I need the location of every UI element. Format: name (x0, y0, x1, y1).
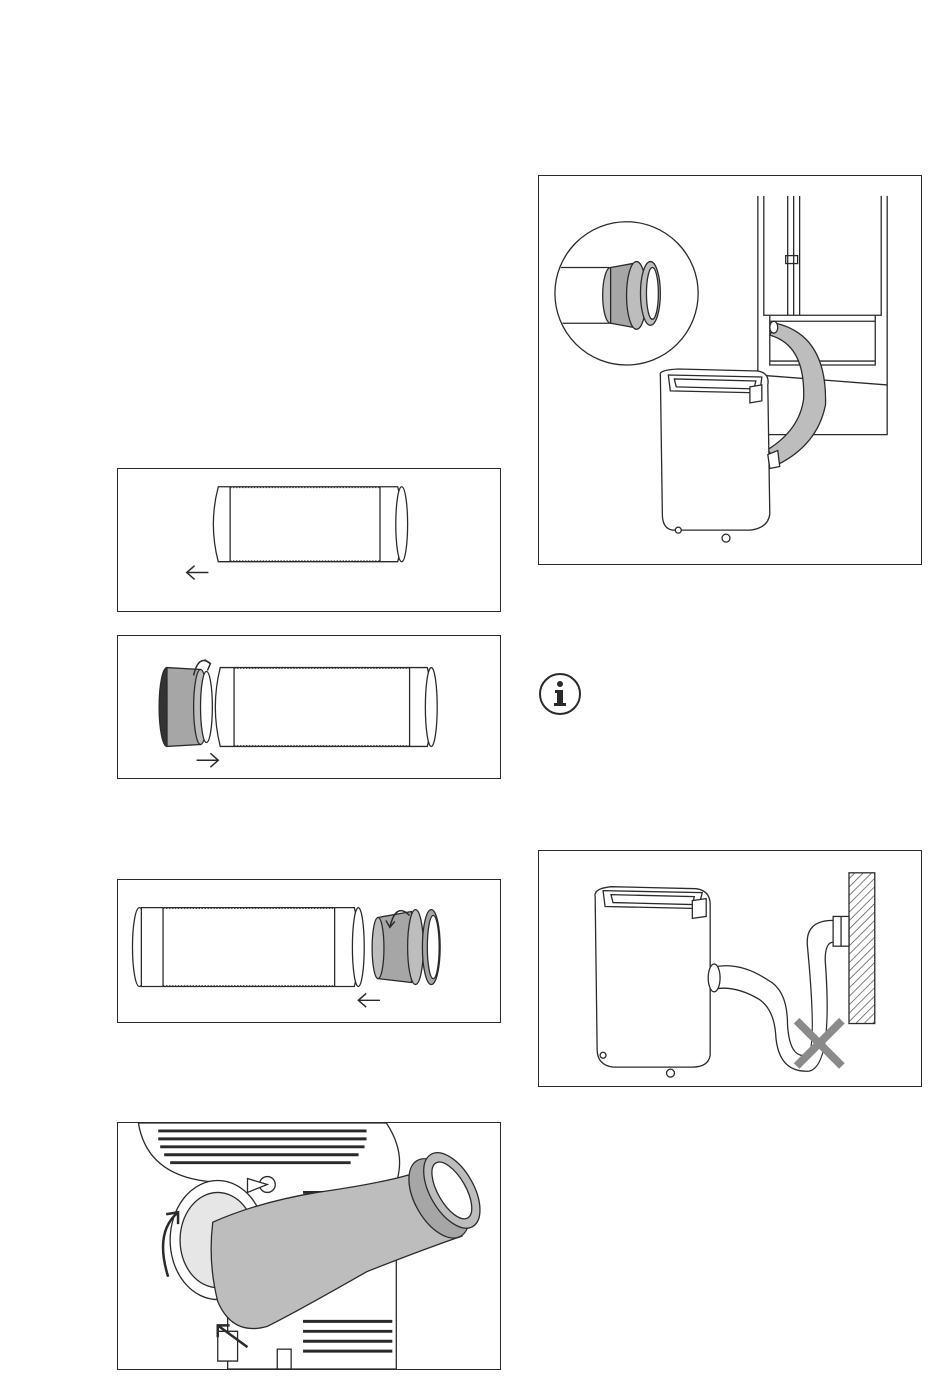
hose-bend-warning-illustration (539, 851, 921, 1086)
figure-adapter-window-attach (117, 635, 501, 779)
adapter-window-illustration (118, 636, 500, 778)
wall-outlet (833, 916, 849, 946)
adapter-unit-illustration (118, 880, 500, 1022)
figure-hose-to-unit-connect (117, 1122, 501, 1370)
figure-hose-bend-warning (538, 850, 922, 1087)
hose (215, 668, 437, 747)
wall (849, 873, 875, 1024)
adapter (159, 668, 212, 747)
hose-extend-illustration (118, 469, 500, 611)
hose (132, 908, 364, 987)
window-hose (768, 321, 826, 464)
info-icon (538, 672, 582, 716)
figure-hose-extend (117, 468, 501, 612)
figure-window-installation (538, 175, 922, 565)
hose-unit-connect-illustration (118, 1123, 500, 1369)
zoom-detail-circle (549, 222, 698, 365)
figure-adapter-unit-attach (117, 879, 501, 1023)
left-arrow-icon (358, 993, 380, 1007)
unit-body (595, 887, 710, 1077)
window-installation-illustration (539, 176, 921, 564)
unit-body (660, 369, 780, 542)
adapter (372, 910, 440, 985)
left-arrow-icon (187, 566, 209, 580)
cross-icon (799, 1024, 839, 1064)
hose (213, 487, 407, 562)
right-arrow-icon (197, 753, 219, 767)
